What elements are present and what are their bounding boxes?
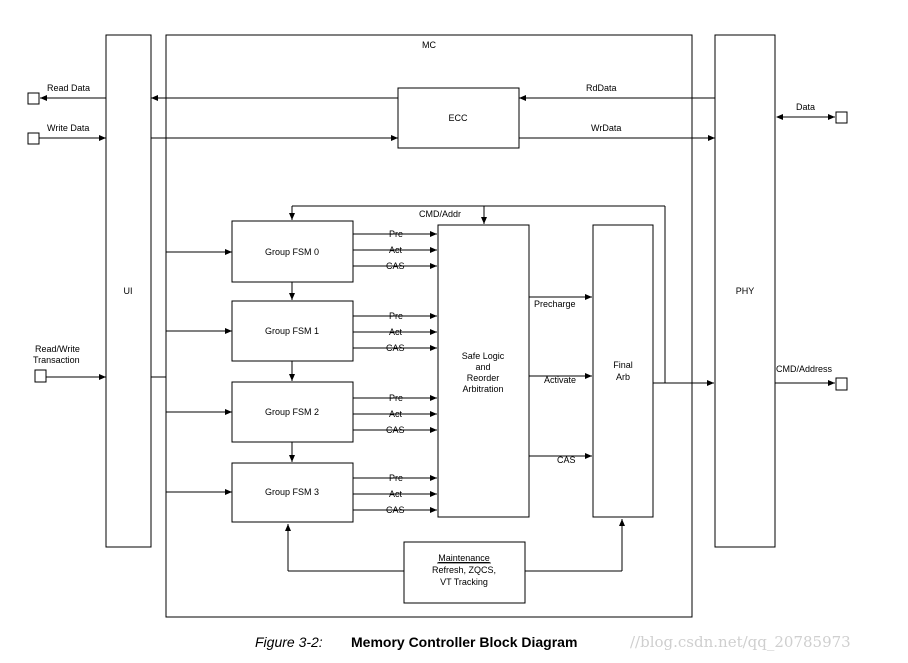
wrdata-label: WrData xyxy=(591,123,621,133)
mc-label: MC xyxy=(422,40,436,50)
maintenance-line-1: Refresh, ZQCS, xyxy=(432,565,496,575)
ui-block xyxy=(105,34,152,548)
figure-title: Memory Controller Block Diagram xyxy=(351,634,577,650)
final-arb-block xyxy=(592,224,654,518)
fsm3-cas-label: CAS xyxy=(386,505,405,515)
fsm1-cas-label: CAS xyxy=(386,343,405,353)
final-arb-line-1: Final xyxy=(613,360,633,370)
final-arb-line-2: Arb xyxy=(616,372,630,382)
fsm2-pre-label: Pre xyxy=(389,393,403,403)
fsm2-act-label: Act xyxy=(389,409,403,419)
cmd-address-port xyxy=(835,377,848,391)
cas-out-label: CAS xyxy=(557,455,576,465)
read-data-port xyxy=(27,92,40,105)
fsm0-pre-label: Pre xyxy=(389,229,403,239)
rw-transaction-line-1: Read/Write xyxy=(35,344,80,354)
fsm3-act-label: Act xyxy=(389,489,403,499)
ui-label: UI xyxy=(124,286,133,296)
safe-logic-line-2: and xyxy=(475,362,490,372)
fsm0-label: Group FSM 0 xyxy=(265,247,319,257)
maintenance-title: Maintenance xyxy=(438,553,490,563)
watermark: //blog.csdn.net/qq_20785973 xyxy=(630,633,851,651)
write-data-port xyxy=(27,132,40,145)
ecc-label: ECC xyxy=(448,113,468,123)
maintenance-line-2: VT Tracking xyxy=(440,577,488,587)
fsm2-cas-label: CAS xyxy=(386,425,405,435)
activate-label: Activate xyxy=(544,375,576,385)
cmd-address-label: CMD/Address xyxy=(776,364,833,374)
fsm1-pre-label: Pre xyxy=(389,311,403,321)
safe-logic-line-4: Arbitration xyxy=(462,384,503,394)
fsm0-act-label: Act xyxy=(389,245,403,255)
fsm3-label: Group FSM 3 xyxy=(265,487,319,497)
data-label: Data xyxy=(796,102,815,112)
figure-number: Figure 3-2: xyxy=(255,634,323,650)
data-port xyxy=(835,111,848,124)
rw-transaction-port xyxy=(34,369,47,383)
read-data-label: Read Data xyxy=(47,83,90,93)
safe-logic-line-3: Reorder xyxy=(467,373,500,383)
phy-label: PHY xyxy=(736,286,755,296)
phy-block xyxy=(714,34,776,548)
ecc-block xyxy=(397,87,520,149)
fsm2-label: Group FSM 2 xyxy=(265,407,319,417)
safe-logic-block xyxy=(437,224,530,518)
fsm1-act-label: Act xyxy=(389,327,403,337)
maintenance-block xyxy=(403,541,526,604)
precharge-label: Precharge xyxy=(534,299,576,309)
safe-logic-line-1: Safe Logic xyxy=(462,351,505,361)
fsm3-pre-label: Pre xyxy=(389,473,403,483)
rddata-label: RdData xyxy=(586,83,617,93)
rw-transaction-line-2: Transaction xyxy=(33,355,80,365)
write-data-label: Write Data xyxy=(47,123,89,133)
fsm0-cas-label: CAS xyxy=(386,261,405,271)
fsm1-label: Group FSM 1 xyxy=(265,326,319,336)
cmd-addr-label: CMD/Addr xyxy=(419,209,461,219)
